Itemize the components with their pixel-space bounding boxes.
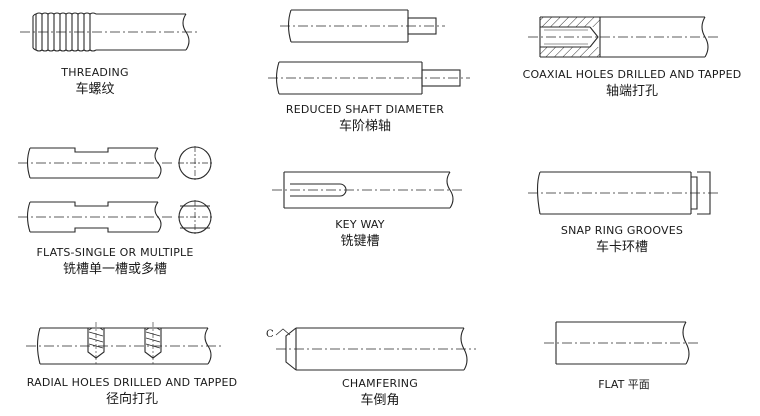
chamfering-caption: CHAMFERING 车倒角 [342,377,418,409]
flat-drawing [544,321,700,365]
flats-drawing-bottom [18,200,212,234]
reduced-shaft-drawing-top [280,9,445,43]
radial-holes-caption: RADIAL HOLES DRILLED AND TAPPED 径向打孔 [27,376,238,408]
threading-caption: THREADING 车螺纹 [61,66,128,98]
keyway-drawing [272,171,462,209]
chamfering-drawing [275,327,476,371]
threading-drawing [20,12,200,52]
reduced-shaft-label-en: REDUCED SHAFT DIAMETER [285,103,445,116]
reduced-shaft-caption: REDUCED SHAFT DIAMETER 车阶梯轴 [286,103,444,135]
radial-holes-drawing [26,322,222,365]
flats-label-cn: 铣槽单一槽或多槽 [62,262,168,277]
coaxial-holes-label-en: COAXIAL HOLES DRILLED AND TAPPED [522,68,742,81]
keyway-label-en: KEY WAY [335,218,385,231]
snap-ring-label-cn: 车卡环槽 [595,240,648,255]
keyway-caption: KEY WAY 铣键槽 [335,218,384,250]
threading-label-cn: 车螺纹 [75,82,115,97]
coaxial-holes-drawing [528,16,720,58]
reduced-shaft-label-cn: 车阶梯轴 [338,119,392,134]
flat-caption: FLAT 平面 [598,378,650,392]
radial-holes-label-cn: 径向打孔 [105,392,159,407]
snap-ring-drawing [528,171,720,215]
coaxial-holes-label-cn: 轴端打孔 [605,84,659,99]
flat-label-cn: 平面 [627,378,650,391]
snap-ring-label-en: SNAP RING GROOVES [560,224,684,237]
flats-caption: FLATS-SINGLE OR MULTIPLE 铣槽单一槽或多槽 [36,246,193,278]
reduced-shaft-drawing-bottom [268,61,470,95]
keyway-label-cn: 铣键槽 [340,234,380,249]
threading-label-en: THREADING [61,66,129,79]
chamfering-label-cn: 车倒角 [360,393,400,408]
radial-holes-label-en: RADIAL HOLES DRILLED AND TAPPED [26,376,238,389]
flats-drawing-top [18,146,212,180]
flats-label-en: FLATS-SINGLE OR MULTIPLE [36,246,194,259]
coaxial-holes-caption: COAXIAL HOLES DRILLED AND TAPPED 轴端打孔 [523,68,742,100]
flat-label-en: FLAT [598,378,625,391]
chamfering-label-en: CHAMFERING [342,377,418,390]
chamfer-c-mark: C [266,329,274,340]
snap-ring-caption: SNAP RING GROOVES 车卡环槽 [561,224,683,256]
